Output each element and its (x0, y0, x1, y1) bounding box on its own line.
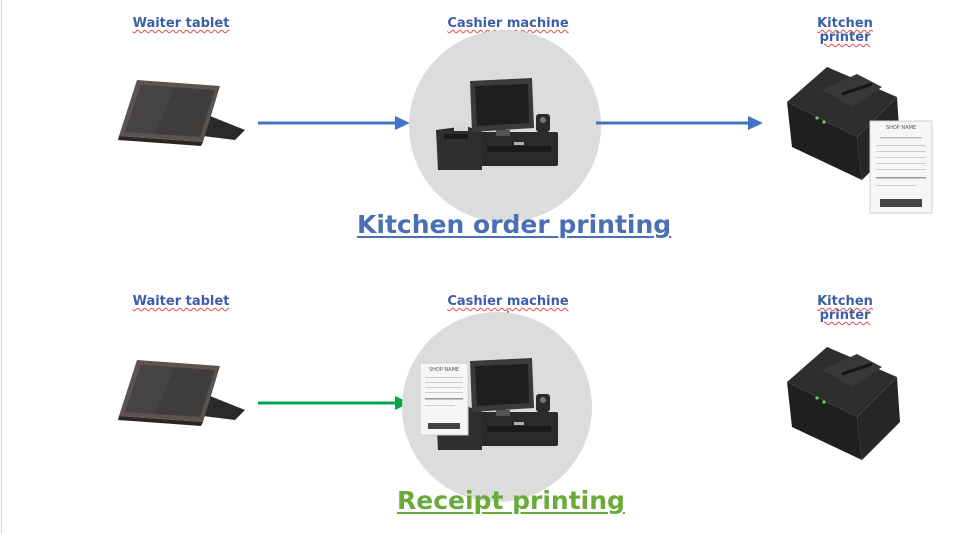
bottom-arrow (258, 396, 410, 410)
top-kitchen-line1: Kitchen (817, 16, 873, 31)
top-title: Kitchen order printing (357, 210, 672, 239)
top-tablet-icon (118, 80, 245, 146)
bottom-kitchen-line2: printer (819, 308, 871, 323)
top-receipt-header: SHOP NAME (885, 125, 917, 131)
bottom-title: Receipt printing (397, 486, 625, 515)
top-cashier-line1: Cashier machine (447, 16, 569, 31)
bottom-receipt-header: SHOP NAME (428, 367, 460, 373)
bottom-thermal-printer-icon (787, 347, 900, 460)
left-border (1, 0, 2, 534)
bottom-pos-terminal-icon (436, 358, 558, 450)
top-waiter-label: Waiter tablet (132, 16, 230, 31)
bottom-kitchen-line1: Kitchen (817, 294, 873, 309)
bottom-cashier-line1: Cashier machine (447, 294, 569, 309)
top-kitchen-label: Kitchen printer (806, 17, 884, 45)
top-kitchen-line2: printer (819, 30, 871, 45)
top-arrow-left (258, 116, 410, 130)
bottom-tablet-icon (118, 360, 245, 426)
bottom-kitchen-label: Kitchen printer (806, 295, 884, 323)
top-receipt-icon (869, 120, 933, 214)
top-pos-terminal-icon (436, 78, 558, 170)
bottom-receipt-icon (419, 362, 469, 436)
top-arrow-right (596, 116, 763, 130)
bottom-waiter-label: Waiter tablet (132, 294, 230, 309)
